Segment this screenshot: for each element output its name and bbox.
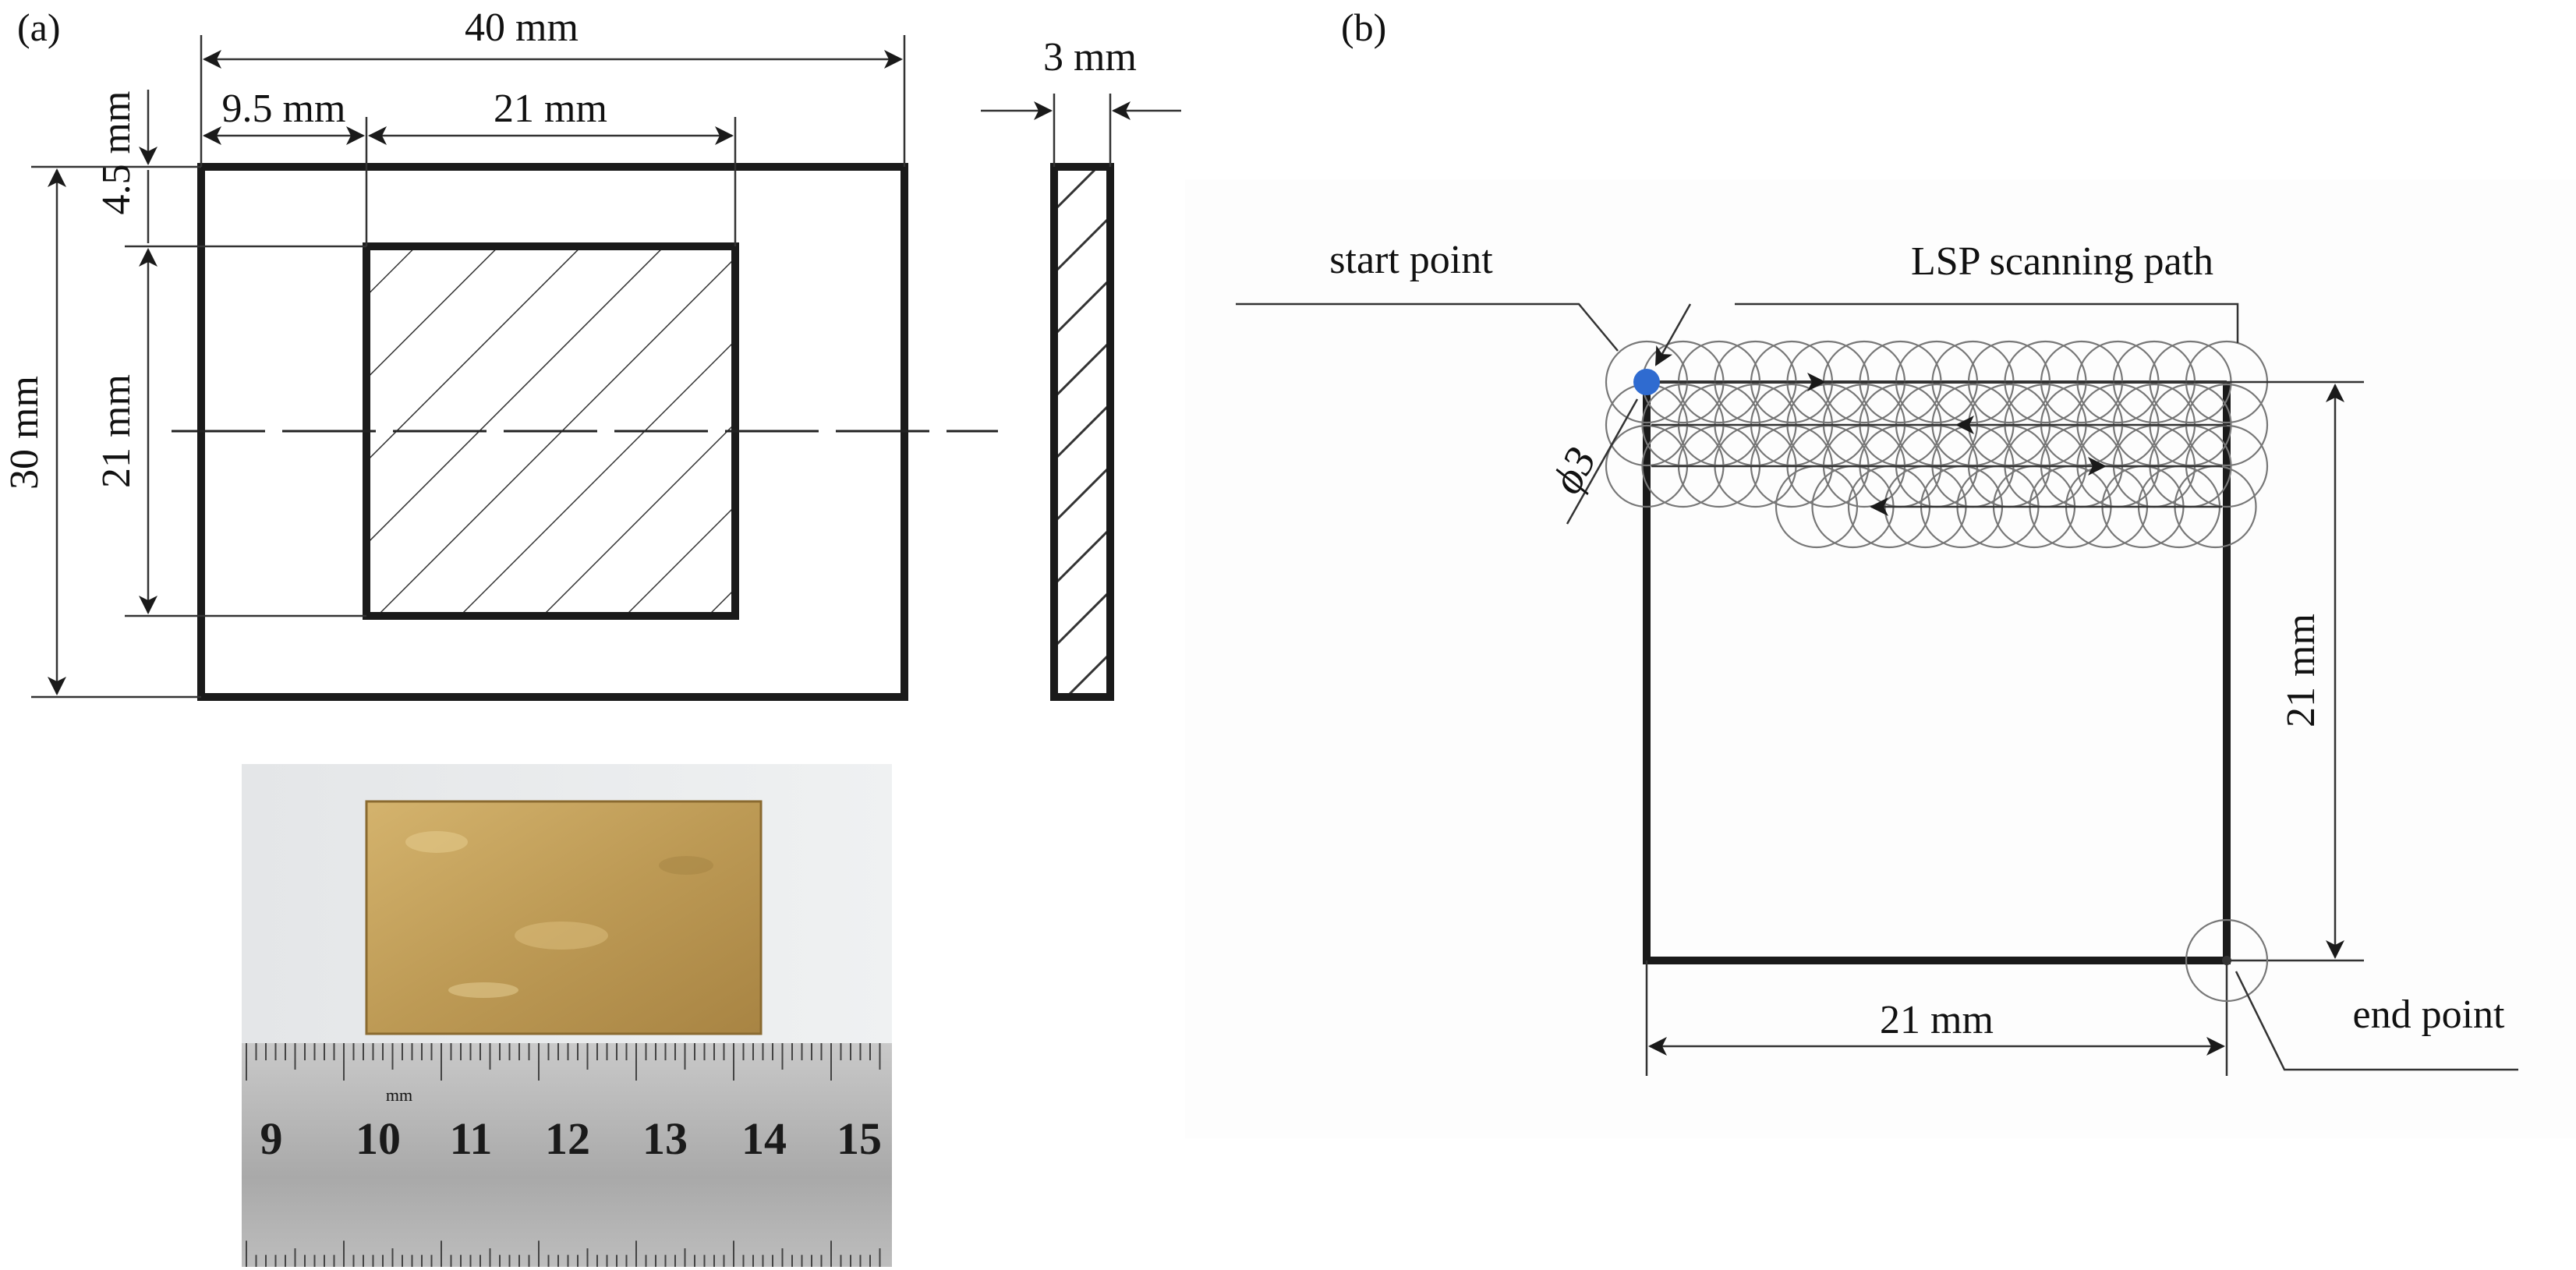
- scan-region-outline: [1643, 382, 2231, 964]
- scan-path-label: LSP scanning path: [1911, 239, 2213, 284]
- ruler-unit: mm: [386, 1085, 412, 1105]
- ruler-number: 14: [741, 1113, 787, 1164]
- sample-photo: mm 9 10 11 12 13 14 15: [242, 764, 892, 1267]
- dim-height-label: 30 mm: [2, 376, 47, 490]
- ruler-number: 11: [450, 1113, 493, 1164]
- start-point-dot: [1633, 369, 1660, 395]
- dim-width-label: 40 mm: [465, 5, 579, 50]
- start-point-leader: [1236, 302, 1619, 352]
- panel-a-label: (a): [17, 5, 61, 49]
- dim-top-offset-label: 4.5 mm: [94, 91, 139, 215]
- sample-spot: [448, 982, 518, 998]
- ruler-ticks: [246, 1043, 881, 1267]
- side-view-outline: [1050, 163, 1114, 701]
- panel-b-label: (b): [1341, 5, 1386, 49]
- side-view-hatch: [1054, 167, 1110, 697]
- sample-spot: [659, 856, 713, 875]
- dim-vertical-label: 21 mm: [2279, 614, 2323, 727]
- end-point-dot: [2222, 956, 2231, 965]
- steel-ruler: [242, 1043, 892, 1267]
- sample-spot: [405, 831, 468, 853]
- end-point-leader: [2235, 971, 2518, 1071]
- end-point-label: end point: [2353, 992, 2506, 1037]
- ruler-numbers: 9 10 11 12 13 14 15: [260, 1113, 883, 1164]
- panel-b: (b) start point LSP scanning path ϕ3 21: [1185, 5, 2576, 1138]
- ruler-number: 13: [642, 1113, 688, 1164]
- ruler-number: 9: [260, 1113, 283, 1164]
- scan-path-leader: [1735, 302, 2239, 343]
- dim-horizontal-label: 21 mm: [1880, 998, 1994, 1042]
- dim-left-offset-label: 9.5 mm: [222, 87, 346, 131]
- dim-inner-height-label: 21 mm: [94, 374, 139, 488]
- start-point-label: start point: [1329, 238, 1493, 282]
- ruler-number: 15: [837, 1113, 882, 1164]
- ruler-number: 10: [356, 1113, 401, 1164]
- dim-inner-width-label: 21 mm: [494, 87, 607, 131]
- panel-a: (a) 40 mm 9.5 mm 21 mm 4.5 mm 30 mm: [2, 5, 1181, 701]
- diameter-line: [1566, 398, 1639, 525]
- ruler-number: 12: [545, 1113, 590, 1164]
- sample-spot: [515, 922, 608, 950]
- diameter-arrow: [1654, 303, 1692, 366]
- end-point-spot: [2185, 918, 2269, 1003]
- dim-thickness-label: 3 mm: [1043, 35, 1137, 80]
